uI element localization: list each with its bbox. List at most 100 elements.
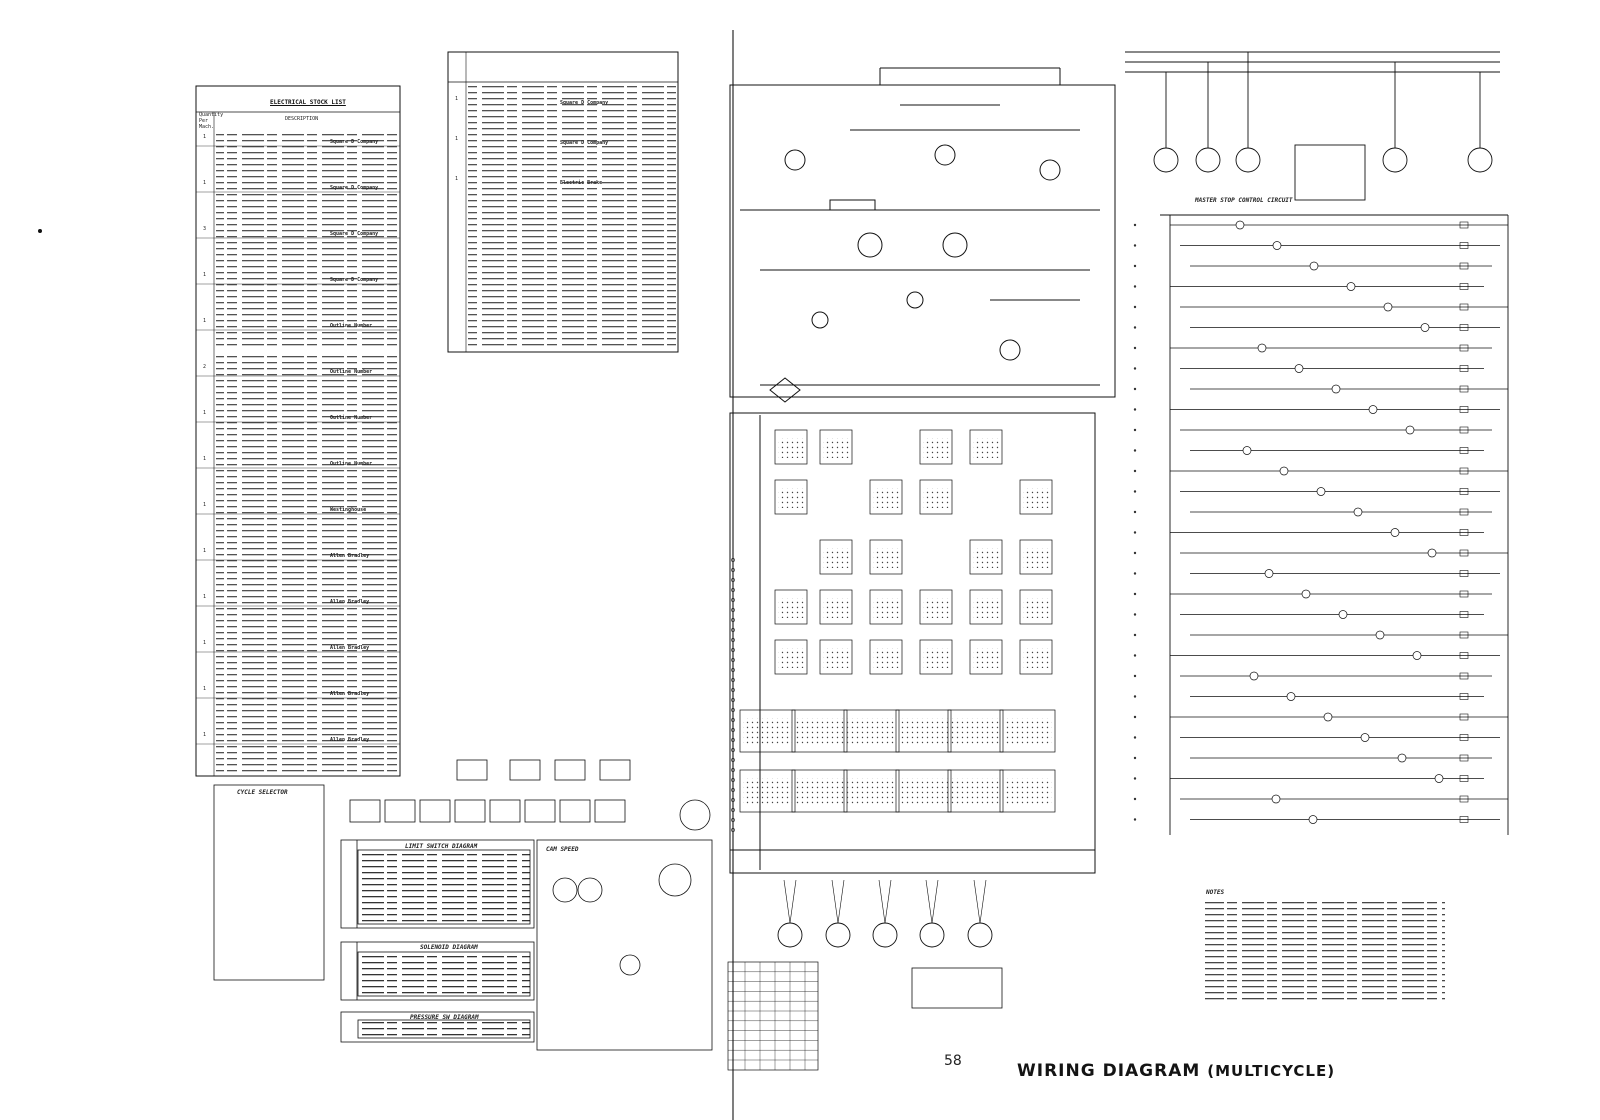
rung-number-marker — [1133, 346, 1137, 350]
terminal-point — [731, 718, 735, 722]
relay-contacts — [743, 718, 792, 746]
stock-row-qty: 1 — [203, 732, 206, 738]
pressure-sw-diagram-box — [340, 1011, 535, 1043]
coil-symbol — [1316, 487, 1326, 496]
stock-row-desc: Outline Number — [330, 415, 372, 421]
stock-row-qty: 3 — [203, 226, 206, 232]
coil-symbol — [1427, 548, 1437, 558]
relay-contacts — [795, 718, 844, 746]
relay-contacts — [923, 598, 949, 618]
stock-list-desc-header: DESCRIPTION — [285, 116, 319, 122]
terminal-point — [731, 648, 735, 652]
terminal-point — [731, 618, 735, 622]
stock-row-qty: 1 — [203, 134, 206, 140]
contact-symbol — [1459, 221, 1469, 229]
relay-contacts — [873, 548, 899, 568]
relay-block — [869, 539, 903, 575]
relay-contacts — [923, 488, 949, 508]
relay-contacts — [1023, 648, 1049, 668]
relay-block — [774, 479, 808, 515]
stock-row-qty: 1 — [203, 502, 206, 508]
contact-symbol — [1459, 754, 1469, 762]
solenoid-diagram-label: SOLENOID DIAGRAM — [420, 944, 478, 951]
terminal-point — [731, 828, 735, 832]
motor-symbol — [825, 922, 851, 948]
terminal-point — [731, 728, 735, 732]
margin-dot — [38, 229, 42, 233]
relay-contacts — [1023, 488, 1049, 508]
contact-symbol — [1459, 693, 1469, 700]
relay-contacts — [778, 488, 804, 508]
relay-block — [919, 589, 953, 625]
contact-symbol — [1459, 529, 1469, 536]
relay-panel — [729, 412, 1096, 874]
motor-lead — [783, 879, 791, 924]
relay-block — [774, 589, 808, 625]
relay-contacts — [1003, 778, 1052, 806]
relay-block — [869, 639, 903, 675]
terminal-point — [731, 568, 735, 572]
stock-row-desc: Square D Company — [330, 277, 378, 283]
rung-number-marker — [1133, 654, 1137, 657]
stock-row-desc: Outline Number — [330, 323, 372, 329]
contact-symbol — [1459, 488, 1469, 495]
terminal-point — [731, 628, 735, 632]
motor-symbol — [777, 922, 803, 948]
relay-contacts — [847, 718, 896, 746]
stock-row-desc: Allen Bradley — [330, 737, 369, 743]
stock-row-qty: 1 — [203, 594, 206, 600]
coil-symbol — [1360, 733, 1370, 742]
parts-list-right — [447, 51, 679, 353]
stock-row-desc: Westinghouse — [330, 507, 366, 513]
relay-contacts — [873, 488, 899, 508]
relay-contacts — [899, 718, 948, 746]
rung-number-marker — [1133, 408, 1137, 411]
rung-number-marker — [1133, 449, 1137, 452]
stock-list-title: ELECTRICAL STOCK LIST — [270, 99, 346, 106]
rung-number-marker — [1133, 756, 1137, 760]
coil-symbol — [1353, 507, 1363, 517]
relay-contacts — [973, 648, 999, 668]
coil-symbol — [1375, 630, 1385, 640]
coil-symbol — [1383, 302, 1393, 312]
rung-number-marker — [1133, 531, 1137, 534]
relay-block — [869, 589, 903, 625]
parts-row-qty: 1 — [455, 96, 458, 102]
stock-row-desc: Allen Bradley — [330, 553, 369, 559]
coil-symbol — [1301, 589, 1311, 599]
coil-symbol — [1242, 446, 1252, 455]
terminal-point — [731, 818, 735, 822]
terminal-point — [731, 708, 735, 712]
contact-symbol — [1459, 795, 1469, 803]
rung-number-marker — [1133, 244, 1137, 247]
selector-chart — [727, 961, 819, 1071]
terminal-point — [731, 578, 735, 582]
stock-row-qty: 1 — [203, 180, 206, 186]
page-number: 58 — [944, 1053, 962, 1069]
rung-number-marker — [1133, 305, 1137, 309]
rung-number-marker — [1133, 428, 1137, 432]
terminal-point — [731, 638, 735, 642]
relay-contacts — [778, 648, 804, 668]
relay-block — [819, 539, 853, 575]
relay-contacts — [951, 718, 1000, 746]
relay-contacts — [778, 438, 804, 458]
relay-contacts — [847, 778, 896, 806]
stock-row-desc: Outline Number — [330, 369, 372, 375]
page-title-suffix: (MULTICYCLE) — [1207, 1062, 1336, 1080]
limit-switch-diagram-label: LIMIT SWITCH DIAGRAM — [405, 843, 478, 850]
relay-block — [774, 429, 808, 465]
relay-contacts — [873, 598, 899, 618]
parts-row-qty: 1 — [455, 176, 458, 182]
stock-row-desc: Outline Number — [330, 461, 372, 467]
stock-row-qty: 2 — [203, 364, 206, 370]
rung-number-marker — [1133, 572, 1137, 575]
stock-row-desc: Square D Company — [330, 231, 378, 237]
relay-contacts — [743, 778, 792, 806]
relay-contacts — [923, 648, 949, 668]
stock-list-qty-header: Quantity Per Mach. — [199, 112, 224, 130]
rung-number-marker — [1133, 613, 1137, 616]
coil-symbol — [1420, 323, 1430, 332]
stock-row-qty: 1 — [203, 410, 206, 416]
page-title: WIRING DIAGRAM (MULTICYCLE) — [1017, 1061, 1335, 1081]
